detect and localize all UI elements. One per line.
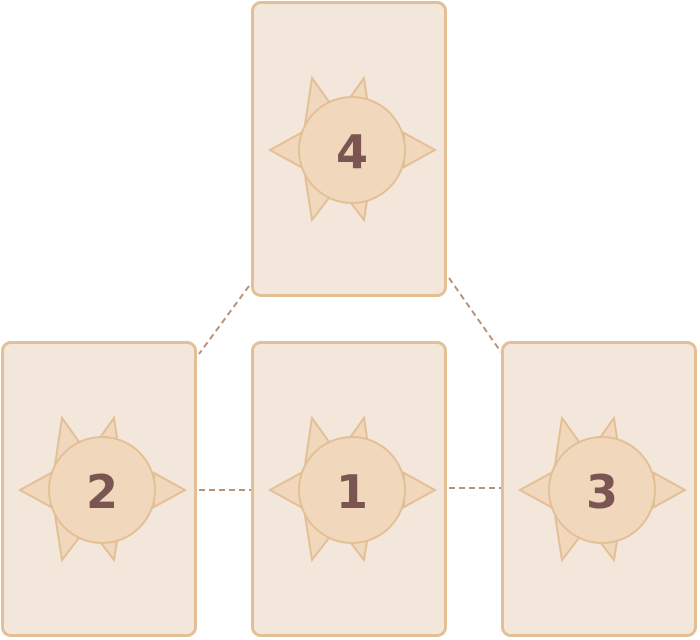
connector-top-left: [198, 285, 250, 355]
card-1: 1: [251, 341, 447, 637]
sun-icon: 4: [267, 75, 438, 223]
card-2: 2: [1, 341, 197, 637]
card-4: 4: [251, 1, 447, 297]
connector-top-right: [448, 277, 502, 353]
sun-icon: 3: [517, 415, 688, 563]
sun-icon: 2: [17, 415, 188, 563]
card-number-1: 1: [336, 465, 368, 519]
sun-icon: 1: [267, 415, 438, 563]
card-3: 3: [501, 341, 697, 637]
card-number-2: 2: [86, 465, 118, 519]
card-number-4: 4: [336, 125, 368, 179]
card-number-3: 3: [586, 465, 618, 519]
